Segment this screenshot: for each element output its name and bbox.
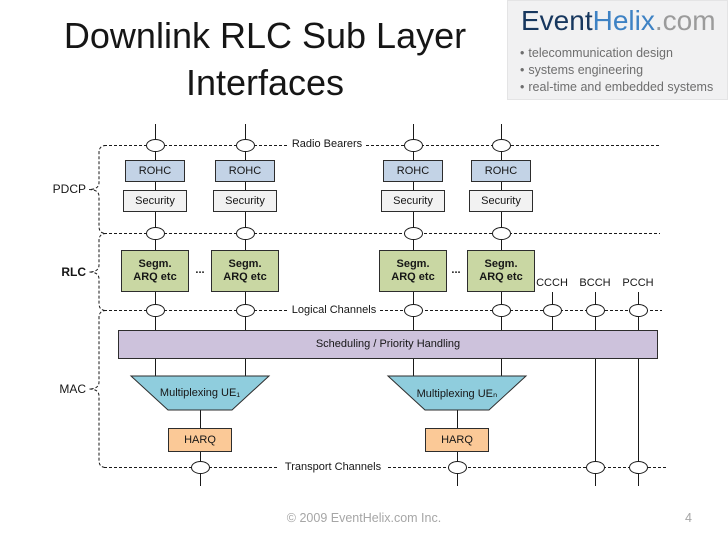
brand-tld: .com xyxy=(654,5,716,36)
copyright-footer: © 2009 EventHelix.com Inc. xyxy=(286,511,442,525)
transport-channel-sap-ellipses xyxy=(191,461,648,474)
tagline-item: •telecommunication design xyxy=(520,45,713,62)
harq-box: HARQ xyxy=(168,428,232,452)
multiplexing-uen-trapezoid xyxy=(386,375,528,411)
security-box: Security xyxy=(123,190,187,212)
control-channel-lines xyxy=(552,292,639,486)
tagline-text: telecommunication design xyxy=(528,46,673,60)
security-box: Security xyxy=(381,190,445,212)
eventhelix-logo: EventHelix.com •telecommunication design… xyxy=(507,0,728,100)
transport-channels-label: Transport Channels xyxy=(281,461,385,473)
harq-column-lines xyxy=(200,410,458,486)
multiplexing-uen-label: Multiplexing UEₙ xyxy=(416,387,498,400)
segm-arq-box: Segm. ARQ etc xyxy=(211,250,279,292)
rohc-box: ROHC xyxy=(471,160,531,182)
radio-bearers-label: Radio Bearers xyxy=(288,138,366,150)
bullet-icon: • xyxy=(520,63,525,77)
pdcp-rlc-sap-ellipses xyxy=(146,227,511,240)
scheduling-priority-box: Scheduling / Priority Handling xyxy=(118,330,658,359)
tagline-text: systems engineering xyxy=(528,63,644,77)
tagline-item: •real-time and embedded systems xyxy=(520,79,713,96)
segm-arq-box: Segm. ARQ etc xyxy=(121,250,189,292)
multiplexing-ue1-label: Multiplexing UE₁ xyxy=(159,387,241,399)
ellipsis-marker: ... xyxy=(451,264,461,276)
rohc-box: ROHC xyxy=(215,160,275,182)
ccch-label: CCCH xyxy=(536,277,568,289)
ellipsis-marker: ... xyxy=(195,264,205,276)
bcch-label: BCCH xyxy=(579,277,611,289)
bullet-icon: • xyxy=(520,46,525,60)
security-box: Security xyxy=(469,190,533,212)
pcch-label: PCCH xyxy=(622,277,654,289)
page-number: 4 xyxy=(685,511,692,525)
mac-brace xyxy=(88,310,107,468)
security-box: Security xyxy=(213,190,277,212)
harq-box: HARQ xyxy=(425,428,489,452)
logical-channels-label: Logical Channels xyxy=(288,304,380,316)
slide-title: Downlink RLC Sub Layer Interfaces xyxy=(63,15,467,103)
brand-event: Event xyxy=(521,5,593,36)
segm-arq-box: Segm. ARQ etc xyxy=(467,250,535,292)
radio-bearer-sap-ellipses xyxy=(146,139,511,152)
brand-taglines: •telecommunication design •systems engin… xyxy=(520,45,713,96)
segm-arq-box: Segm. ARQ etc xyxy=(379,250,447,292)
tagline-item: •systems engineering xyxy=(520,62,713,79)
layer-label-mac: MAC xyxy=(59,382,86,396)
bullet-icon: • xyxy=(520,80,525,94)
tagline-text: real-time and embedded systems xyxy=(528,80,714,94)
rohc-box: ROHC xyxy=(383,160,443,182)
rohc-box: ROHC xyxy=(125,160,185,182)
pdcp-brace xyxy=(88,145,107,234)
layer-label-pdcp: PDCP xyxy=(52,182,86,196)
layer-label-rlc: RLC xyxy=(61,265,86,279)
multiplexing-ue1-trapezoid xyxy=(129,375,271,411)
brand-helix: Helix xyxy=(592,5,655,36)
logical-channel-sap-ellipses xyxy=(146,304,648,317)
brand-wordmark: EventHelix.com xyxy=(521,5,716,37)
rlc-brace xyxy=(88,233,107,311)
